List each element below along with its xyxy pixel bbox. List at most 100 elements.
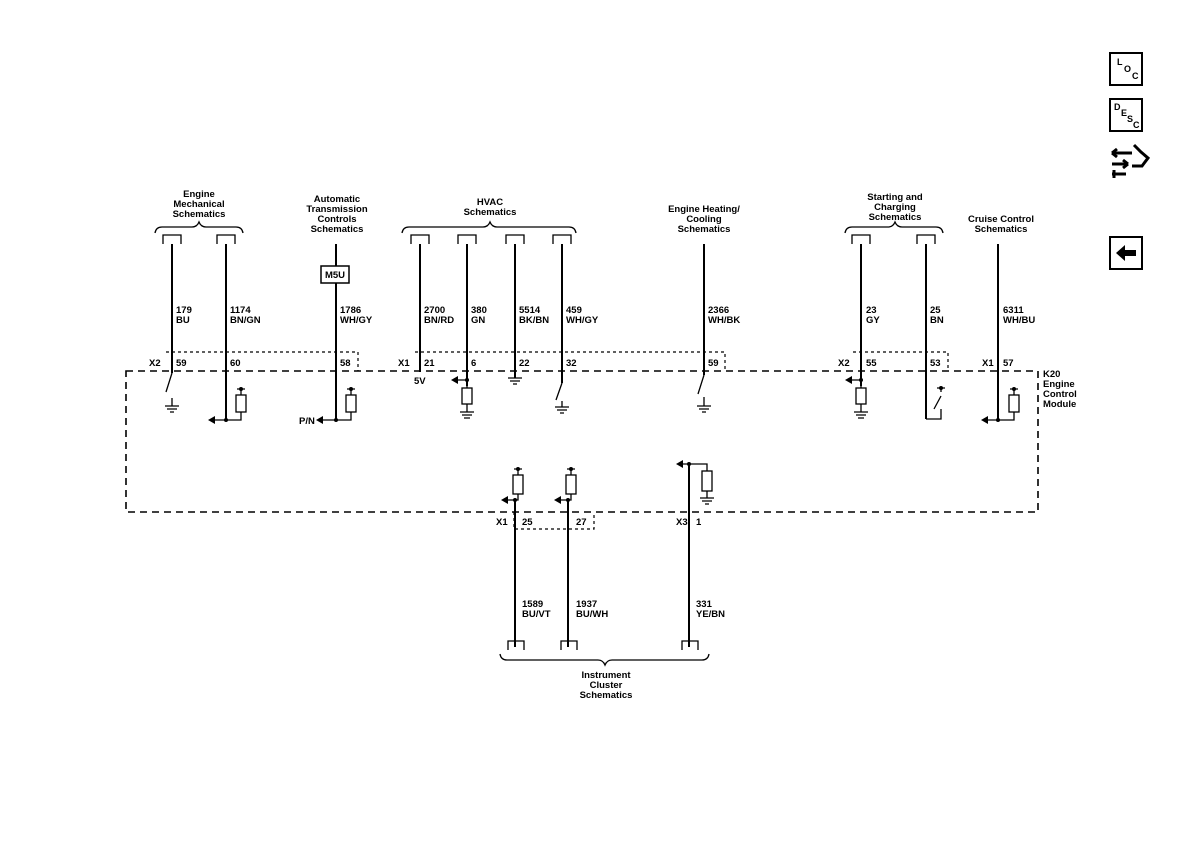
desc-letter: S <box>1127 114 1134 124</box>
desc-button[interactable]: D E S C <box>1109 98 1143 132</box>
header-hvac: HVAC Schematics <box>464 197 517 218</box>
svg-text:Cooling: Cooling <box>686 214 722 225</box>
svg-text:BN: BN <box>930 315 944 326</box>
connector-end-view-icon[interactable] <box>1108 140 1151 182</box>
loc-letter: L <box>1117 57 1123 67</box>
svg-text:1937: 1937 <box>576 599 597 610</box>
svg-text:WH/BK: WH/BK <box>708 315 740 326</box>
svg-text:1589: 1589 <box>522 599 543 610</box>
brace-starting <box>844 220 944 234</box>
circuit-1174: 1174 BN/GN 60 <box>230 305 261 369</box>
svg-text:25: 25 <box>930 305 941 316</box>
svg-text:1786: 1786 <box>340 305 361 316</box>
circuit-6311: 6311 WH/BU 57 <box>1003 305 1035 369</box>
circuit-331: 331 YE/BN 1 <box>696 517 725 620</box>
svg-text:380: 380 <box>471 305 487 316</box>
svg-text:2366: 2366 <box>708 305 729 316</box>
header-cluster: Instrument Cluster Schematics <box>580 670 633 701</box>
svg-text:BU/VT: BU/VT <box>522 609 551 620</box>
svg-text:Engine: Engine <box>183 189 215 200</box>
circuit-5514: 5514 BK/BN 22 <box>519 305 549 369</box>
svg-text:Transmission: Transmission <box>306 204 367 215</box>
svg-text:Control: Control <box>1043 389 1077 400</box>
svg-text:59: 59 <box>176 358 187 369</box>
svg-text:Schematics: Schematics <box>869 212 922 223</box>
svg-text:6: 6 <box>471 358 476 369</box>
svg-text:Automatic: Automatic <box>314 194 360 205</box>
svg-text:1: 1 <box>696 517 702 528</box>
circuit-1589: 1589 BU/VT 25 <box>522 517 551 620</box>
svg-text:179: 179 <box>176 305 192 316</box>
back-button[interactable] <box>1109 236 1143 270</box>
header-heating: Engine Heating/ Cooling Schematics <box>668 204 740 235</box>
ecm-internal-circuits <box>165 372 1020 505</box>
pn-label: P/N <box>299 416 315 427</box>
svg-text:M5U: M5U <box>325 270 345 281</box>
svg-text:58: 58 <box>340 358 351 369</box>
circuit-380: 380 GN 6 <box>471 305 487 369</box>
svg-text:BU/WH: BU/WH <box>576 609 608 620</box>
svg-text:21: 21 <box>424 358 435 369</box>
brace-hvac <box>401 220 577 234</box>
svg-text:Starting and: Starting and <box>867 192 923 203</box>
svg-text:Schematics: Schematics <box>311 224 364 235</box>
svg-text:YE/BN: YE/BN <box>696 609 725 620</box>
svg-text:Module: Module <box>1043 399 1076 410</box>
ref-5v-label: 5V <box>414 376 426 387</box>
wires-bottom <box>507 464 699 650</box>
connector-x2b: X2 <box>838 358 850 369</box>
svg-text:Schematics: Schematics <box>975 224 1028 235</box>
desc-letter: D <box>1114 102 1121 112</box>
svg-text:Controls: Controls <box>317 214 356 225</box>
back-arrow-icon <box>1116 245 1136 261</box>
header-starting: Starting and Charging Schematics <box>867 192 923 223</box>
svg-text:Engine: Engine <box>1043 379 1075 390</box>
svg-text:5514: 5514 <box>519 305 541 316</box>
svg-text:459: 459 <box>566 305 582 316</box>
svg-text:BU: BU <box>176 315 190 326</box>
svg-text:GY: GY <box>866 315 880 326</box>
header-auto-trans: Automatic Transmission Controls Schemati… <box>306 194 367 235</box>
svg-text:32: 32 <box>566 358 577 369</box>
svg-text:Schematics: Schematics <box>173 209 226 220</box>
svg-text:Cluster: Cluster <box>590 680 623 691</box>
svg-text:22: 22 <box>519 358 530 369</box>
connector-outline-x2a <box>166 351 359 371</box>
svg-text:Mechanical: Mechanical <box>173 199 224 210</box>
svg-text:53: 53 <box>930 358 941 369</box>
connector-outline-x1a <box>415 351 726 371</box>
svg-text:WH/BU: WH/BU <box>1003 315 1035 326</box>
svg-text:BN/GN: BN/GN <box>230 315 261 326</box>
desc-letter: E <box>1121 108 1128 118</box>
svg-text:6311: 6311 <box>1003 305 1024 316</box>
loc-letter: C <box>1132 71 1139 81</box>
svg-text:1174: 1174 <box>230 305 251 316</box>
svg-text:Instrument: Instrument <box>581 670 631 681</box>
svg-text:59: 59 <box>708 358 719 369</box>
circuit-2366: 2366 WH/BK 59 <box>708 305 740 369</box>
svg-text:2700: 2700 <box>424 305 445 316</box>
circuit-1786: 1786 WH/GY 58 <box>340 305 373 369</box>
circuit-25: 25 BN 53 <box>930 305 944 369</box>
svg-text:BK/BN: BK/BN <box>519 315 549 326</box>
loc-button[interactable]: L O C <box>1109 52 1143 86</box>
svg-text:27: 27 <box>576 517 587 528</box>
svg-text:25: 25 <box>522 517 533 528</box>
brace-cluster <box>499 653 710 667</box>
loc-letter: O <box>1124 64 1132 74</box>
connector-x1b: X1 <box>982 358 994 369</box>
svg-text:K20: K20 <box>1043 369 1060 380</box>
svg-text:WH/GY: WH/GY <box>340 315 373 326</box>
svg-text:Schematics: Schematics <box>464 207 517 218</box>
connector-x3: X3 <box>676 517 688 528</box>
circuit-23: 23 GY 55 <box>866 305 880 369</box>
svg-text:Schematics: Schematics <box>580 690 633 701</box>
connector-outline-x2b <box>853 351 949 371</box>
svg-text:BN/RD: BN/RD <box>424 315 454 326</box>
connector-x2a: X2 <box>149 358 161 369</box>
module-name: K20 Engine Control Module <box>1043 369 1077 410</box>
wires-top <box>162 234 999 420</box>
circuit-2700: 2700 BN/RD 21 <box>424 305 454 369</box>
svg-text:57: 57 <box>1003 358 1014 369</box>
